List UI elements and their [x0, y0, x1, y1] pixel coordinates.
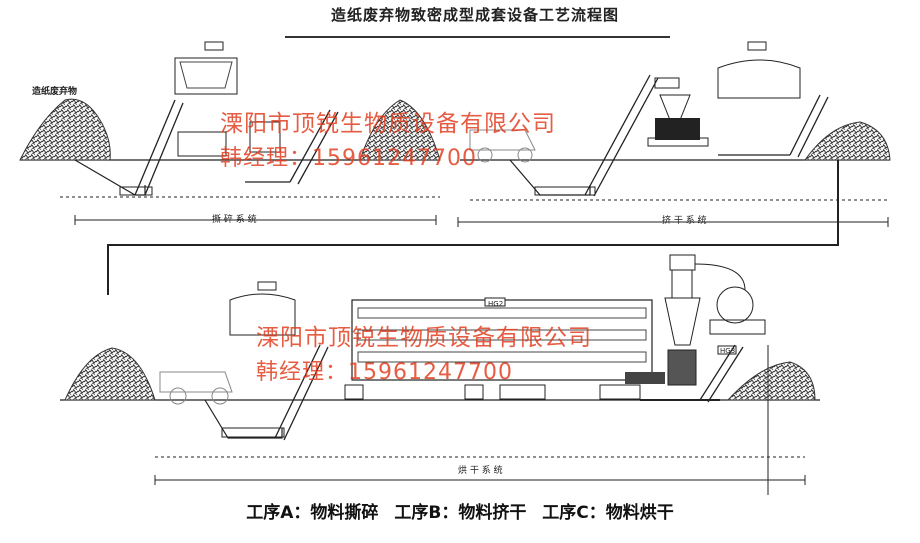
- shredder-tag: [204, 41, 224, 51]
- squeeze-pit: [509, 159, 591, 196]
- hopper-pit: [74, 159, 146, 196]
- legend-b: 工序B：物料挤干: [394, 503, 527, 523]
- process-legend: 工序A：物料撕碎 工序B：物料挤干 工序C：物料烘干: [0, 498, 920, 523]
- loader-body: [469, 129, 536, 151]
- watermark-contact-1: 韩经理：15961247700: [220, 146, 477, 171]
- raw-material-pile: [19, 98, 111, 161]
- shredder-inner: [179, 61, 233, 89]
- incline-conveyor-3a: [584, 74, 651, 196]
- incline-conveyor-3b: [593, 77, 659, 197]
- press-hopper: [659, 94, 691, 121]
- shred-system: [19, 41, 441, 225]
- watermark-company-2: 溧阳市顶锐生物质设备有限公司: [256, 325, 592, 351]
- shredder-housing: [174, 57, 238, 95]
- watermark-contact-2: 韩经理：15961247700: [256, 360, 513, 385]
- row-connector: [107, 160, 839, 295]
- squeeze-system: [457, 41, 891, 227]
- press-building: [717, 59, 801, 99]
- incline-conveyor-1b: [144, 102, 184, 196]
- dry-feed-building: [229, 293, 296, 336]
- loader-2: [159, 371, 233, 393]
- dry-input-pile: [64, 347, 156, 401]
- squeeze-system-label: 挤 干 系 统: [662, 216, 707, 226]
- cyclone: [664, 297, 701, 346]
- shredder-machine: [177, 131, 227, 157]
- diagram-title: 造纸废弃物致密成型成套设备工艺流程图: [330, 6, 619, 24]
- fan: [716, 286, 754, 324]
- title-underline: [285, 36, 670, 38]
- squeeze-conveyor-base: [534, 186, 596, 196]
- incline-conveyor-2b: [297, 111, 339, 185]
- dry-system-label: 烘 干 系 统: [458, 466, 503, 476]
- shred-system-label: 撕 碎 系 统: [212, 215, 257, 225]
- legend-a: 工序A：物料撕碎: [246, 503, 379, 523]
- feed-conveyor-base: [119, 186, 153, 196]
- raw-pile-label: 造纸废弃物: [32, 87, 78, 97]
- squeezed-pile: [804, 121, 891, 161]
- dry-system: [60, 254, 820, 495]
- shredder-motor: [249, 121, 281, 153]
- incline-conveyor-2a: [289, 109, 331, 183]
- dryer-tag: HG2: [488, 300, 504, 308]
- incline-conveyor-1a: [134, 99, 176, 196]
- shredded-pile: [359, 99, 441, 161]
- watermark-company-1: 溧阳市顶锐生物质设备有限公司: [220, 111, 556, 137]
- legend-c: 工序C：物料烘干: [542, 503, 674, 523]
- output-tag: HG3: [720, 347, 736, 355]
- dried-output-pile: [726, 361, 816, 401]
- screw-press: [655, 118, 700, 140]
